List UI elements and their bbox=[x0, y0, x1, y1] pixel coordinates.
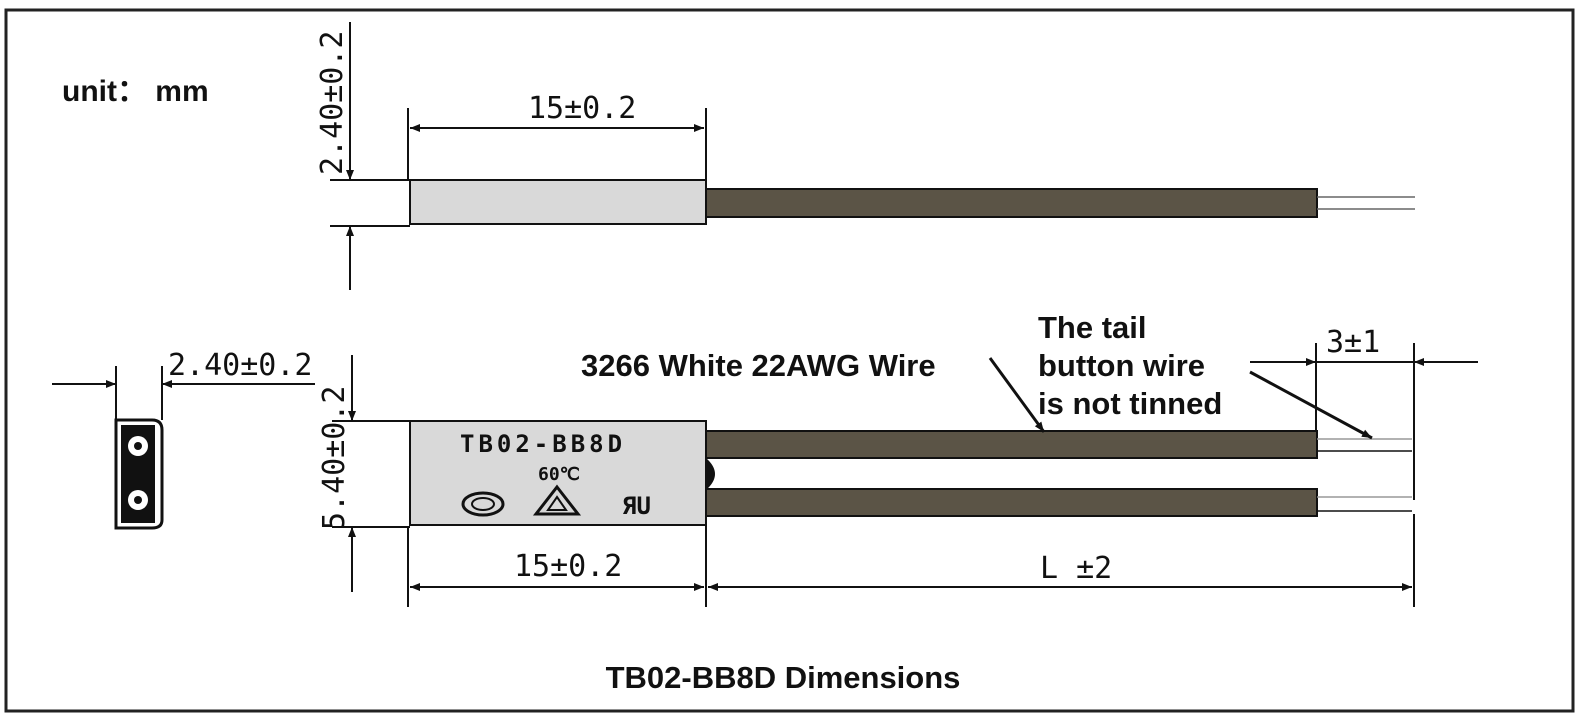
tail-note: The tail button wire is not tinned bbox=[1038, 310, 1222, 421]
top-length-dim-label: 15±0.2 bbox=[528, 91, 636, 126]
front-length-dim-label: 15±0.2 bbox=[514, 549, 622, 584]
ccc-cert-icon bbox=[461, 491, 505, 517]
drawing-border bbox=[4, 8, 1575, 713]
tail-note-line: is not tinned bbox=[1038, 386, 1222, 421]
tail-note-leader bbox=[1249, 370, 1373, 440]
front-view-wire-lower bbox=[705, 488, 1318, 517]
body-model-marking: TB02-BB8D bbox=[460, 430, 626, 458]
wire-leader bbox=[988, 357, 1046, 433]
wire-label: 3266 White 22AWG Wire bbox=[581, 348, 936, 383]
unit-label: unit： mm bbox=[62, 75, 209, 108]
ul-cert-icon: ЯU bbox=[622, 492, 651, 520]
lead-length-dim-label: L ±2 bbox=[1040, 551, 1112, 586]
body-temp-marking: 60℃ bbox=[538, 464, 580, 485]
front-view-body bbox=[409, 420, 707, 526]
front-view-wire-upper bbox=[705, 430, 1318, 459]
top-view-body bbox=[409, 179, 707, 225]
strip-dim-label: 3±1 bbox=[1326, 325, 1380, 360]
end-view: 2.40±0.2 bbox=[52, 348, 315, 530]
top-view: 2.40±0.2 15±0.2 bbox=[315, 22, 1415, 290]
end-width-dim-label: 2.40±0.2 bbox=[168, 348, 313, 383]
front-view: TB02-BB8D 60℃ ЯU 5.40±0.2 bbox=[317, 310, 1478, 607]
top-view-wire bbox=[705, 188, 1318, 218]
tail-note-line: button wire bbox=[1038, 348, 1205, 383]
front-height-dim-label: 5.40±0.2 bbox=[317, 386, 352, 531]
drawing-caption: TB02-BB8D Dimensions bbox=[606, 660, 961, 695]
top-height-dim-label: 2.40±0.2 bbox=[315, 31, 350, 176]
tail-note-line: The tail bbox=[1038, 310, 1147, 345]
pse-cert-icon bbox=[532, 484, 582, 516]
